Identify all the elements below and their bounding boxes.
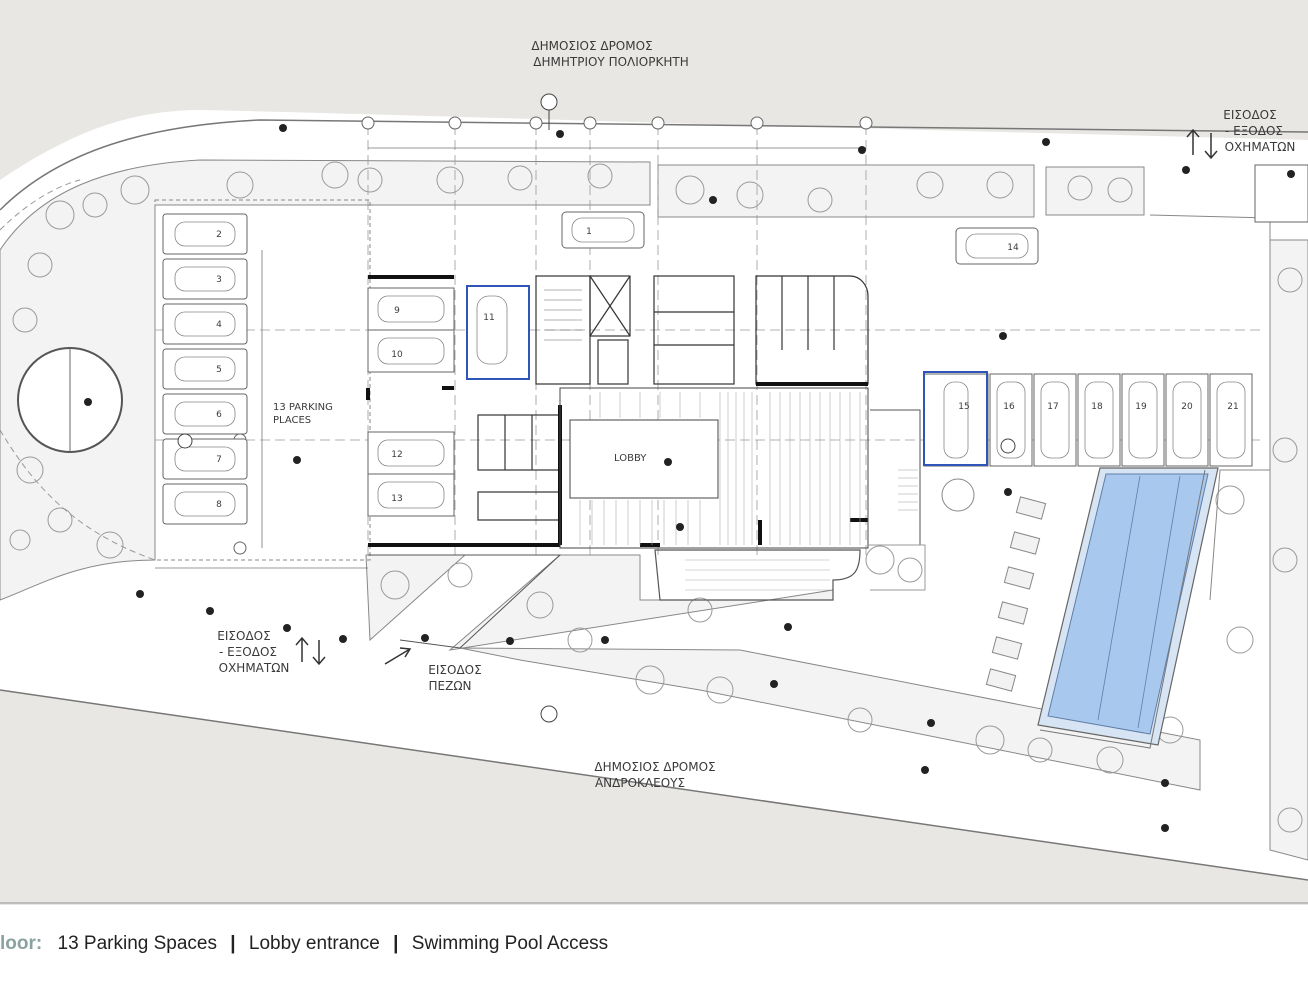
vehicle-entrance-left-line1: ΕΙΣΟΔΟΣ <box>217 629 270 643</box>
parking-number: 17 <box>1047 402 1058 412</box>
parking-number: 19 <box>1135 402 1147 412</box>
caption-separator: | <box>230 933 236 954</box>
pedestrian-entrance-line1: ΕΙΣΟΔΟΣ <box>428 663 481 677</box>
south-marker <box>540 705 558 723</box>
parking-number: 14 <box>1007 243 1019 253</box>
parking-row-right <box>923 373 1253 467</box>
parking-number: 10 <box>391 350 403 360</box>
lobby <box>559 387 869 549</box>
vehicle-entrance-right-line3: ΟΧΗΜΑΤΩΝ <box>1225 140 1296 154</box>
site-floor-plan: ΔΗΜΟΣΙΟΣ ΔΡΟΜΟΣ ΔΗΜΗΤΡΙΟΥ ΠΟΛΙΟΡΚΗΤΗ ΔΗΜ… <box>0 0 1308 905</box>
bottom-road-label: ΔΗΜΟΣΙΟΣ ΔΡΟΜΟΣ ΑΝΔΡΟΚΛΕΟΥΣ <box>594 760 715 790</box>
parking-number: 3 <box>216 275 222 285</box>
site-boundary <box>0 119 1308 881</box>
parking-column-left <box>162 213 248 525</box>
parking-number: 16 <box>1003 402 1015 412</box>
parking-column-center <box>367 211 1039 517</box>
sun-loungers <box>985 496 1047 692</box>
parking-number: 4 <box>216 320 222 330</box>
caption-item-pool: Swimming Pool Access <box>411 933 609 954</box>
parking-number: 21 <box>1227 402 1238 412</box>
parking-number: 6 <box>216 410 222 420</box>
vehicle-entrance-left-line2: - ΕΞΟΔΟΣ <box>219 645 277 659</box>
floor-caption: loor: 13 Parking Spaces | Lobby entrance… <box>0 933 608 967</box>
ramp <box>654 549 861 601</box>
vehicle-entrance-right-line2: - ΕΞΟΔΟΣ <box>1225 124 1283 138</box>
vehicle-entrance-right-line1: ΕΙΣΟΔΟΣ <box>1223 108 1276 122</box>
floor-label: loor: <box>0 933 43 954</box>
pedestrian-entrance-line2: ΠΕΖΩΝ <box>429 679 472 693</box>
parking-number: 18 <box>1091 402 1103 412</box>
top-road-line1: ΔΗΜΟΣΙΟΣ ΔΡΟΜΟΣ <box>531 39 652 53</box>
accessible-parking-15 <box>923 371 988 466</box>
trees <box>9 161 1303 833</box>
parking-number: 13 <box>391 494 402 504</box>
caption-separator: | <box>393 933 399 954</box>
accessible-parking-11 <box>466 285 530 380</box>
parking-number: 9 <box>394 306 400 316</box>
caption-item-parking: 13 Parking Spaces <box>57 933 218 954</box>
parking-count-line1: 13 PARKING <box>273 402 333 413</box>
parking-number: 11 <box>483 313 494 323</box>
parking-number: 2 <box>216 230 222 240</box>
vehicle-entrance-left-line3: ΟΧΗΜΑΤΩΝ <box>219 661 290 675</box>
swimming-pool <box>1037 467 1219 746</box>
parking-number: 7 <box>216 455 222 465</box>
parking-number: 8 <box>216 500 222 510</box>
parking-number: 1 <box>586 227 592 237</box>
bottom-road-line2: ΑΝΔΡΟΚΛΕΟΥΣ <box>595 776 685 790</box>
parking-number: 20 <box>1181 402 1193 412</box>
bottom-road <box>0 690 1308 905</box>
parking-number: 15 <box>958 402 969 412</box>
north-marker <box>540 93 558 111</box>
direction-arrows <box>295 128 1218 666</box>
level-markers <box>84 124 1295 832</box>
top-road <box>0 0 1308 180</box>
parking-area-outline <box>154 199 371 561</box>
top-road-line2: ΔΗΜΗΤΡΙΟΥ ΠΟΛΙΟΡΚΗΤΗ <box>533 55 688 69</box>
lobby-label: LOBBY <box>614 453 647 464</box>
parking-count-line2: PLACES <box>273 415 311 426</box>
landscape-strip <box>0 159 1308 861</box>
parking-number: 12 <box>391 450 402 460</box>
bottom-road-line1: ΔΗΜΟΣΙΟΣ ΔΡΟΜΟΣ <box>594 760 715 774</box>
top-road-label: ΔΗΜΟΣΙΟΣ ΔΡΟΜΟΣ ΔΗΜΗΤΡΙΟΥ ΠΟΛΙΟΡΚΗΤΗ <box>531 39 688 69</box>
caption-item-lobby: Lobby entrance <box>248 933 380 954</box>
parking-number: 5 <box>216 365 222 375</box>
